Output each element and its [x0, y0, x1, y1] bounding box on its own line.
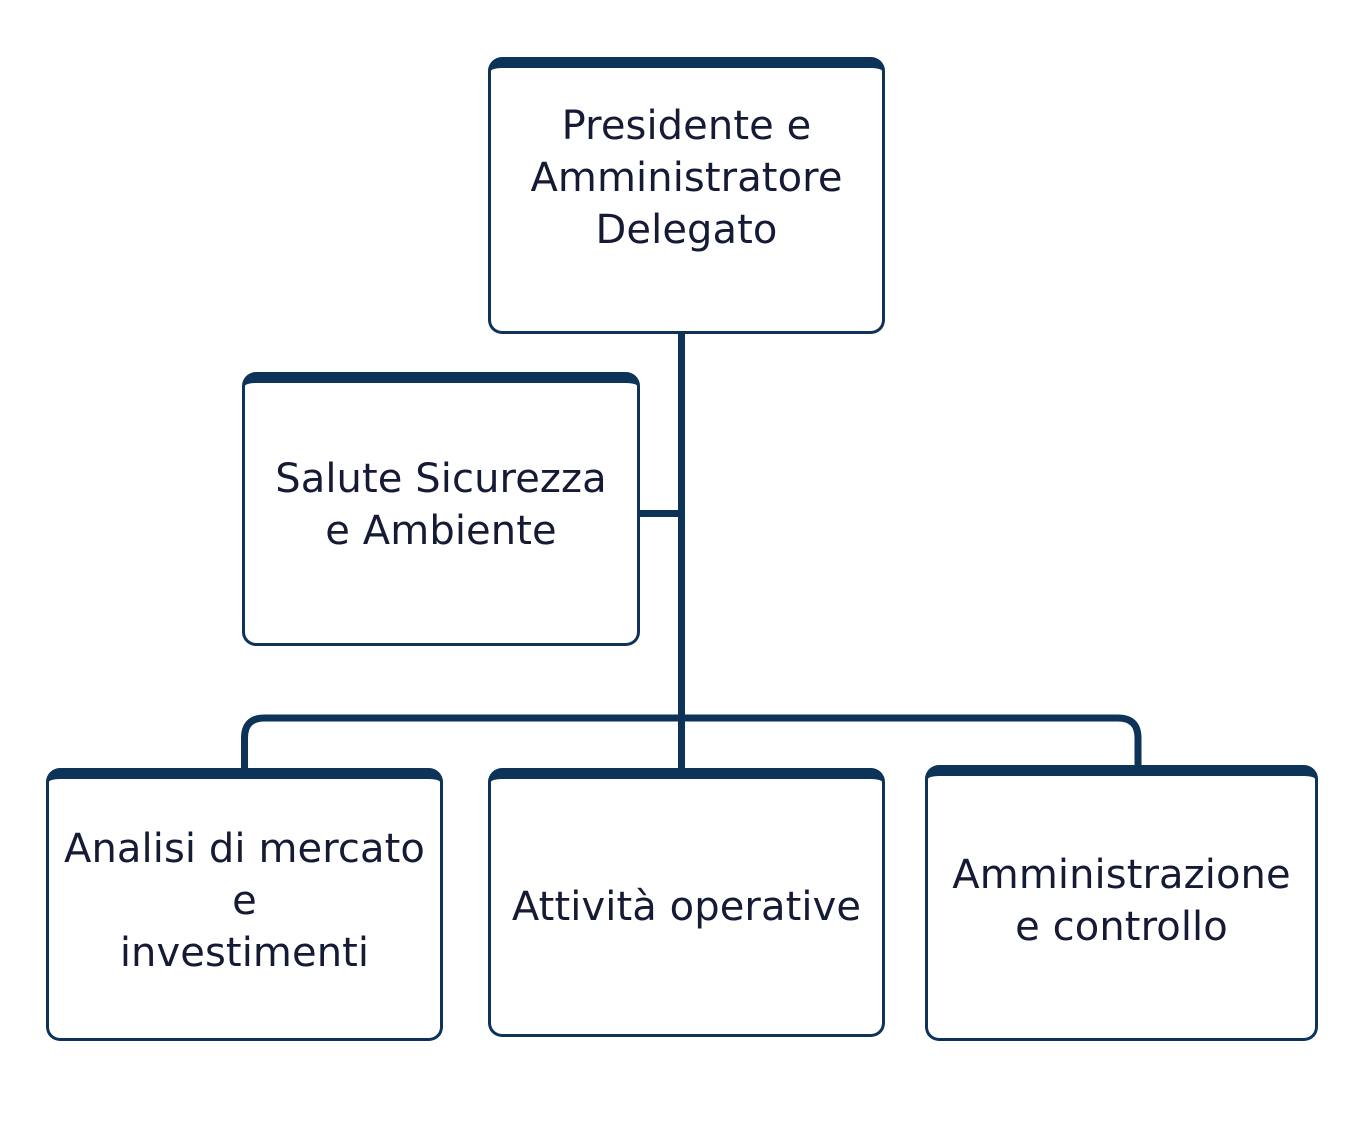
- org-node-amministrazione-controllo-label: Amministrazione e controllo: [952, 852, 1291, 950]
- org-node-salute-sicurezza-ambiente-label: Salute Sicurezza e Ambiente: [275, 456, 607, 554]
- org-node-amministrazione-controllo[interactable]: Amministrazione e controllo: [925, 765, 1318, 1041]
- org-node-analisi-mercato-investimenti-label: Analisi di mercato e investimenti: [64, 825, 425, 976]
- org-node-salute-sicurezza-ambiente[interactable]: Salute Sicurezza e Ambiente: [242, 372, 640, 646]
- org-node-attivita-operative[interactable]: Attività operative: [488, 768, 885, 1037]
- org-node-presidente[interactable]: Presidente e Amministratore Delegato: [488, 57, 885, 334]
- org-node-analisi-mercato-investimenti[interactable]: Analisi di mercato e investimenti: [46, 768, 443, 1041]
- connector-distribution-bar: [241, 714, 1142, 768]
- org-node-attivita-operative-label: Attività operative: [511, 883, 862, 930]
- org-node-presidente-label: Presidente e Amministratore Delegato: [530, 102, 843, 253]
